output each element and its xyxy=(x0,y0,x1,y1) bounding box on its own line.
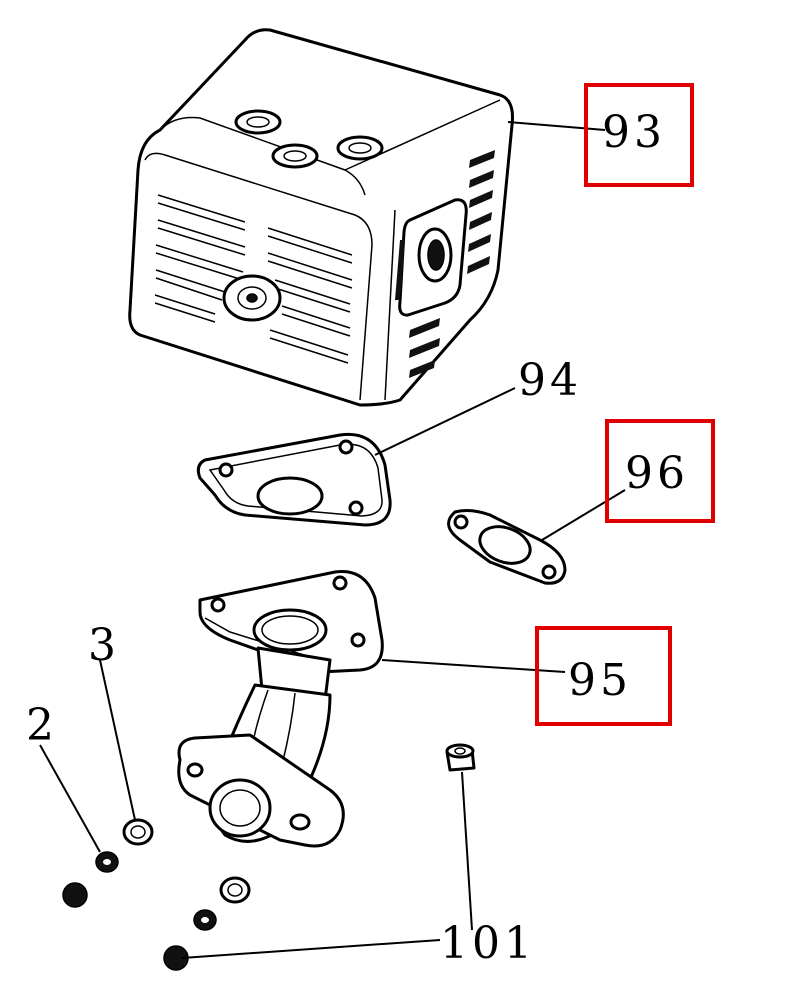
spring-washer-2-lower xyxy=(193,909,217,931)
washer-3-upper xyxy=(122,818,154,846)
nut-101-upper xyxy=(62,882,88,908)
callout-93: 93 xyxy=(602,107,666,158)
muffler-body xyxy=(128,28,514,407)
callout-96: 96 xyxy=(625,448,689,499)
gasket-94 xyxy=(196,432,392,527)
spring-washer-2-upper xyxy=(95,851,119,873)
exhaust-elbow-95 xyxy=(177,570,384,848)
callout-101: 101 xyxy=(440,918,536,969)
highlight-box-95 xyxy=(535,626,672,726)
callout-95: 95 xyxy=(568,655,632,706)
highlight-box-96 xyxy=(605,419,715,523)
callout-3: 3 xyxy=(88,620,120,671)
gasket-96 xyxy=(447,509,567,585)
leader-lines xyxy=(39,121,626,959)
flange-nut-101 xyxy=(445,743,476,772)
callout-94: 94 xyxy=(518,355,582,406)
highlight-box-93 xyxy=(584,83,694,187)
callout-2: 2 xyxy=(26,700,58,751)
washer-3-lower xyxy=(219,876,251,904)
